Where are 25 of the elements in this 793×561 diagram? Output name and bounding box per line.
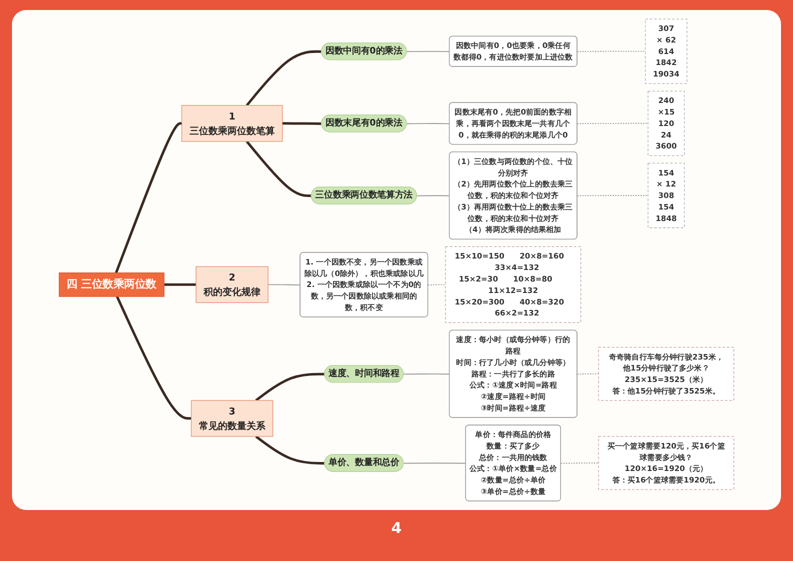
connector — [164, 283, 196, 286]
connector — [403, 462, 466, 464]
node-box: 2 积的变化规律 — [196, 266, 268, 303]
connector — [403, 373, 450, 375]
connector — [246, 140, 312, 198]
connector — [576, 50, 646, 52]
connector — [114, 122, 182, 274]
node-box: 3 常见的数量关系 — [190, 400, 274, 437]
connector — [406, 123, 450, 124]
connector — [268, 284, 301, 286]
connector — [116, 296, 192, 420]
connector — [576, 373, 599, 375]
connector — [282, 122, 322, 125]
node-box: 1 三位数乘两位数笔算 — [181, 105, 283, 142]
connector — [576, 195, 649, 196]
page-number: 4 — [391, 519, 402, 537]
connector — [255, 372, 325, 402]
connector — [416, 195, 450, 196]
connector — [428, 284, 446, 286]
connector — [576, 122, 649, 124]
connector — [406, 50, 450, 52]
connector — [255, 435, 325, 465]
connector — [246, 50, 322, 106]
node-box: 四 三位数乘两位数 — [58, 272, 164, 297]
connector — [560, 462, 599, 464]
